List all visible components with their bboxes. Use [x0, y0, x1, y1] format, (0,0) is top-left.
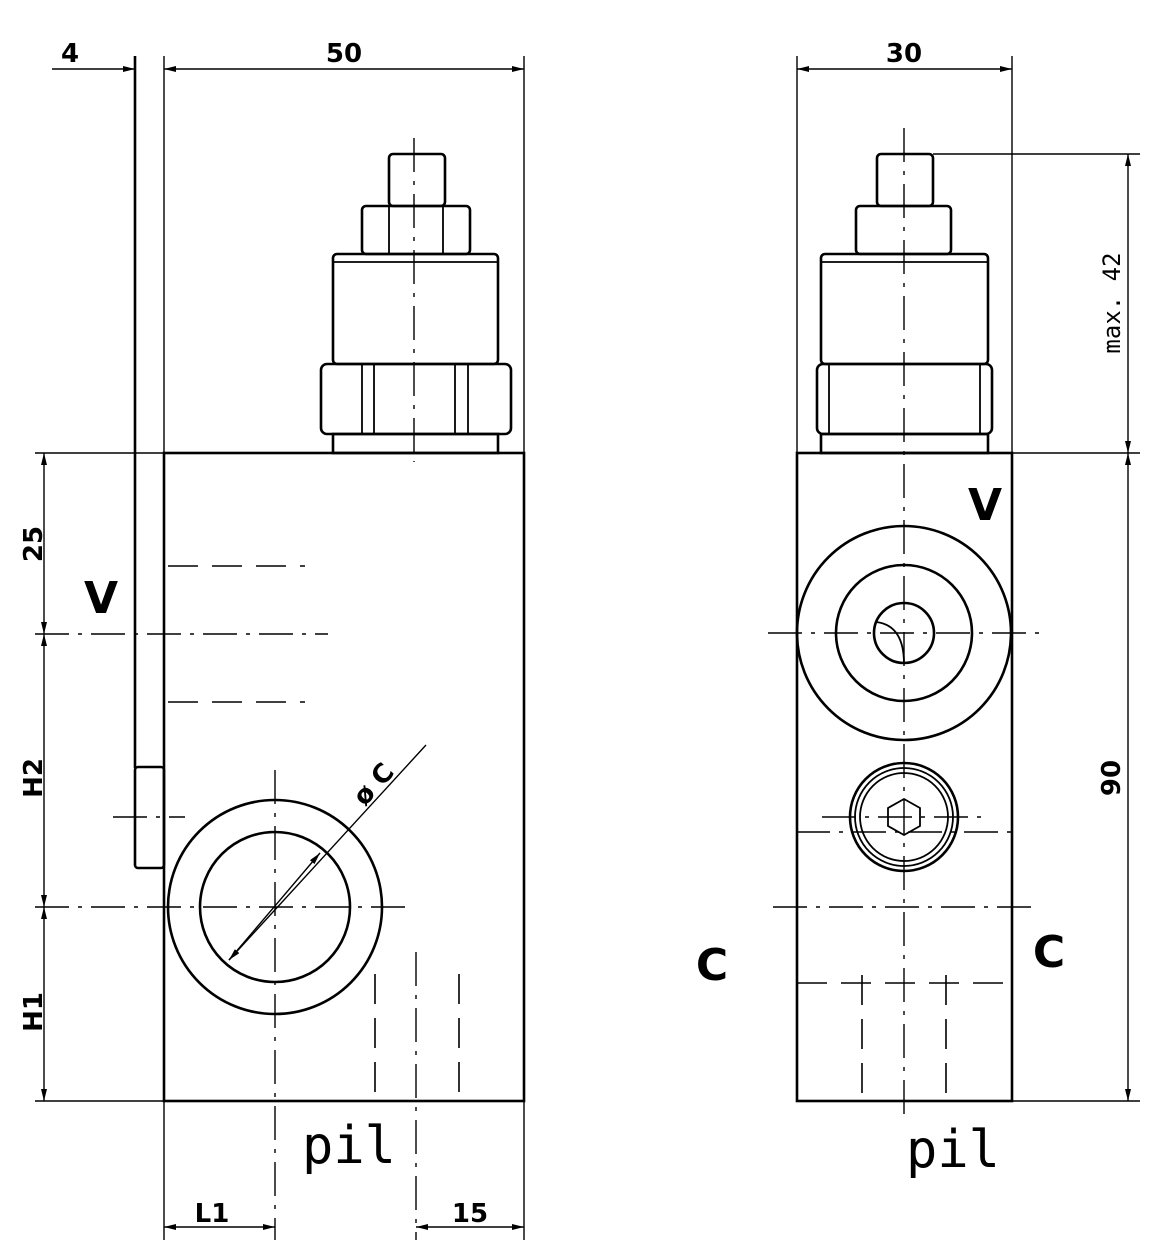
- dim-v-offset: 25: [19, 526, 49, 562]
- dim-side-offset: 4: [61, 39, 79, 69]
- front-view: ø C: [35, 56, 526, 1240]
- port-label-c-right: C: [1033, 927, 1065, 978]
- dimension-lines: [35, 56, 1140, 1240]
- port-label-pil-front: pil: [302, 1116, 396, 1176]
- dim-body-height: 90: [1097, 760, 1127, 796]
- dim-body-width: 50: [326, 39, 362, 69]
- dim-max-height: max. 42: [1098, 252, 1126, 353]
- port-label-pil-side: pil: [906, 1120, 1000, 1180]
- dim-h1: H1: [19, 992, 49, 1032]
- dim-h2: H2: [19, 758, 49, 798]
- port-diameter-label: ø C: [348, 758, 401, 812]
- labels: 4 50 30 max. 42 90 25 H2 H1 L1 15 V V C …: [19, 39, 1127, 1229]
- front-cartridge: [319, 138, 513, 462]
- dim-l1: L1: [195, 1199, 230, 1229]
- front-valve-body: [162, 451, 526, 1103]
- side-view: [768, 128, 1040, 1120]
- port-label-v-front: V: [84, 573, 118, 624]
- dim-side-width: 30: [886, 39, 922, 69]
- hex-socket-icon: [887, 797, 921, 837]
- port-label-v-side: V: [968, 480, 1002, 531]
- side-cartridge: [815, 128, 994, 1120]
- port-label-c-left: C: [696, 940, 728, 991]
- dim-pil-offset: 15: [452, 1199, 488, 1229]
